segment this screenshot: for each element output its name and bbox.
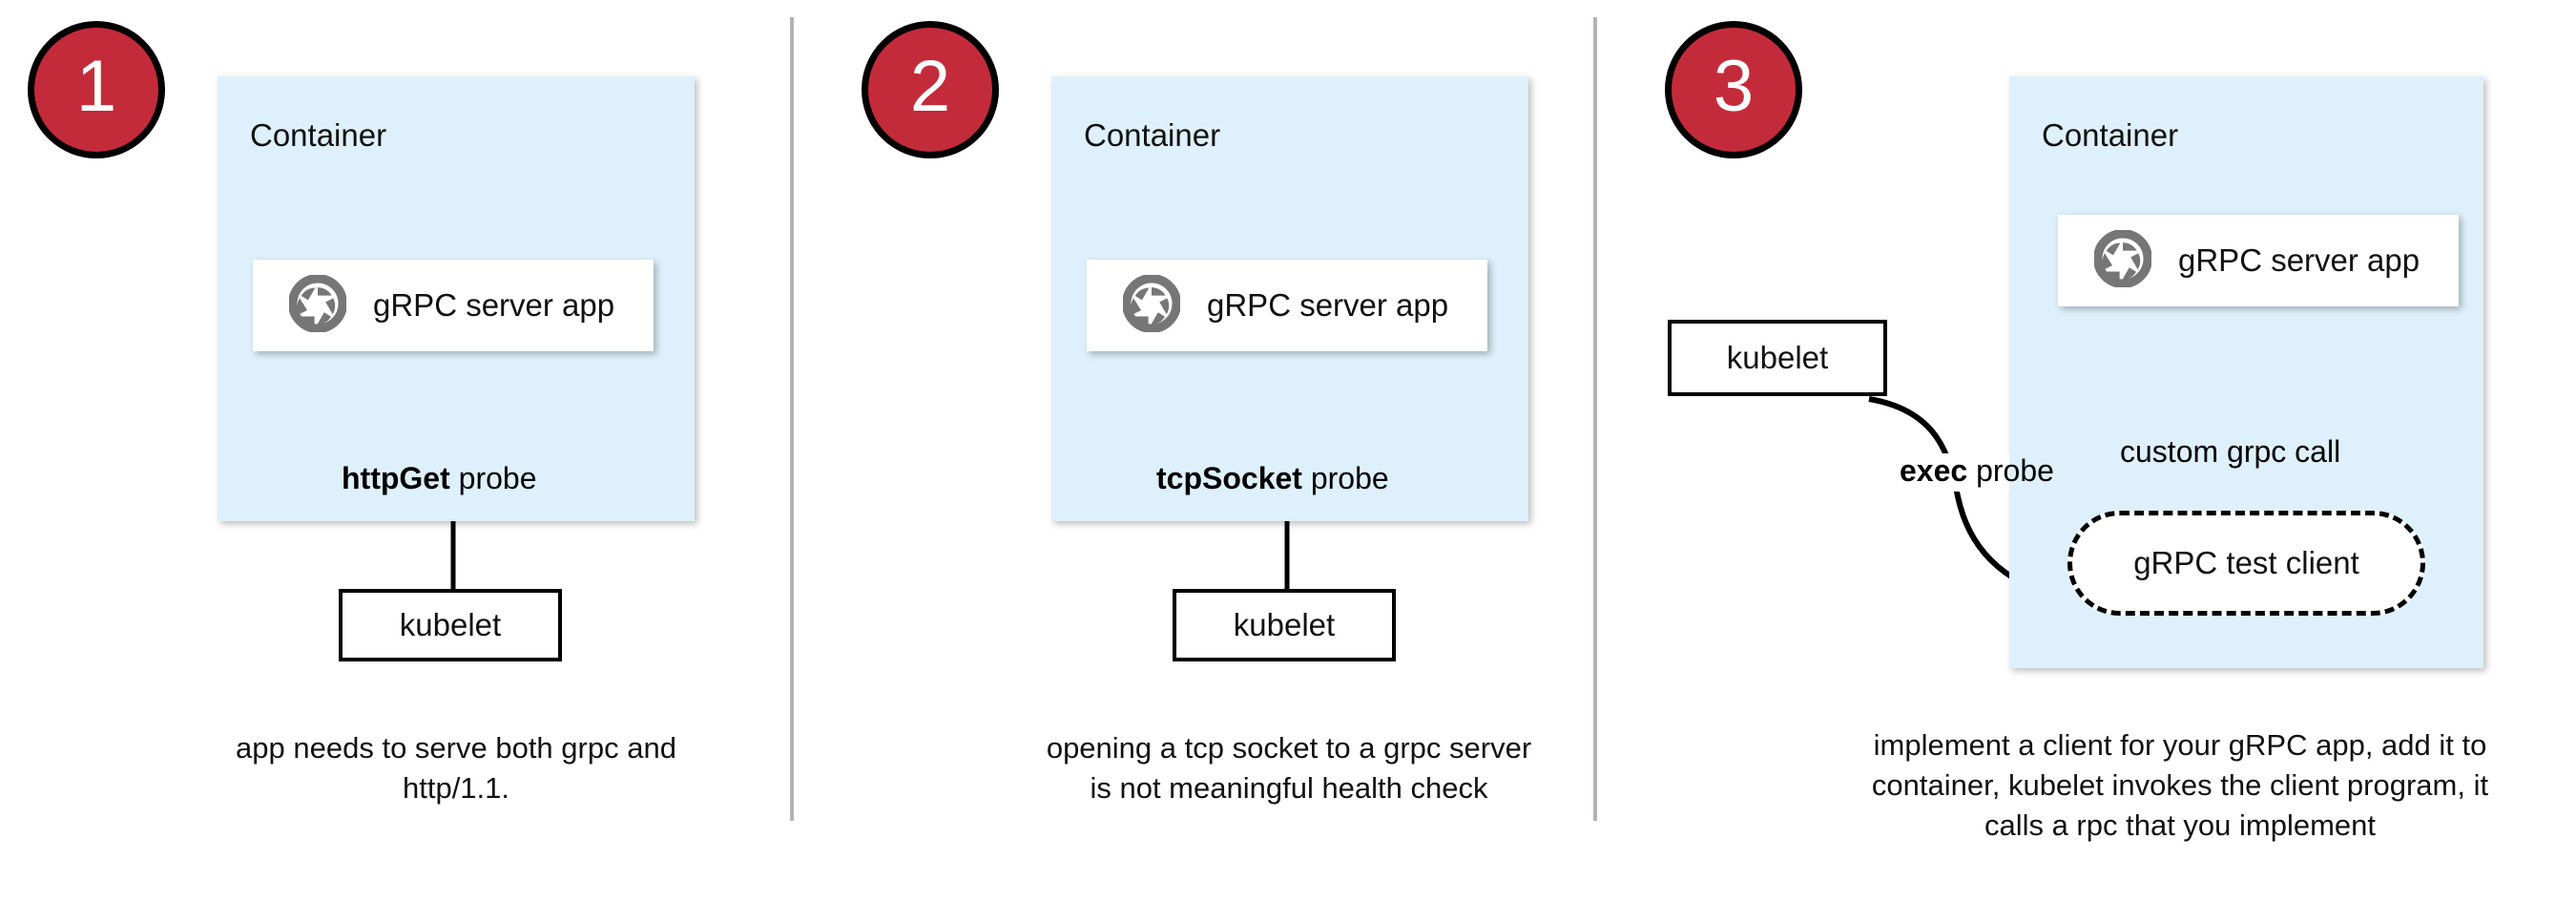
custom-grpc-call-label-panel-3: custom grpc call: [2120, 434, 2341, 469]
grpc-server-app-label: gRPC server app: [1207, 287, 1449, 323]
grpc-server-app-card-panel-1: gRPC server app: [253, 260, 654, 351]
probe-label-mask-panel-2: [1151, 461, 1433, 501]
grpc-server-app-card-panel-3: gRPC server app: [2058, 215, 2459, 306]
step-badge-2: 2: [862, 21, 999, 158]
kubelet-box-panel-2: kubelet: [1173, 589, 1396, 661]
panel-divider-2: [1593, 17, 1597, 821]
step-badge-number: 3: [1713, 46, 1755, 127]
probe-label-rest: probe: [449, 461, 537, 495]
probe-label-rest: probe: [1301, 461, 1389, 495]
grpc-aperture-icon: [288, 273, 347, 337]
grpc-test-client-node-panel-3: gRPC test client: [2067, 511, 2425, 616]
caption-panel-3: implement a client for your gRPC app, ad…: [1871, 728, 2489, 843]
exec-label-mask-blue: [2009, 453, 2093, 492]
probe-label-panel-2: tcpSocket probe: [1156, 461, 1389, 496]
custom-call-label-mask: [2114, 434, 2370, 474]
container-label-panel-2: Container: [1084, 117, 1221, 153]
container-label-panel-1: Container: [250, 117, 387, 153]
grpc-aperture-icon: [1122, 273, 1181, 337]
step-badge-number: 2: [909, 46, 951, 127]
panel-divider-1: [790, 17, 794, 821]
grpc-server-app-label: gRPC server app: [373, 287, 615, 323]
kubelet-box-panel-3: kubelet: [1668, 320, 1887, 396]
caption-panel-1: app needs to serve both grpc and http/1.…: [236, 731, 676, 806]
grpc-test-client-label: gRPC test client: [2133, 545, 2359, 580]
step-badge-3: 3: [1665, 21, 1802, 158]
kubelet-label: kubelet: [399, 607, 502, 642]
exec-probe-label-panel-3: exec probe: [1900, 453, 2054, 489]
step-badge-number: 1: [75, 46, 117, 127]
grpc-aperture-icon: [2093, 228, 2152, 292]
probe-label-panel-1: httpGet probe: [342, 461, 536, 496]
kubelet-box-panel-1: kubelet: [339, 589, 562, 661]
probe-label-rest: probe: [1967, 453, 2054, 488]
probe-label-mask-panel-1: [336, 461, 572, 501]
probe-label-bold: tcpSocket: [1156, 461, 1302, 495]
grpc-server-app-card-panel-2: gRPC server app: [1087, 260, 1487, 351]
exec-label-mask-white: [1897, 453, 2009, 492]
kubelet-label: kubelet: [1726, 340, 1829, 375]
probe-label-bold: exec: [1900, 453, 1968, 488]
caption-panel-2: opening a tcp socket to a grpc server is…: [1046, 731, 1532, 806]
step-badge-1: 1: [28, 21, 165, 158]
container-label-panel-3: Container: [2042, 117, 2179, 153]
kubelet-label: kubelet: [1233, 607, 1336, 642]
grpc-server-app-label: gRPC server app: [2178, 242, 2420, 278]
probe-label-bold: httpGet: [342, 461, 450, 495]
